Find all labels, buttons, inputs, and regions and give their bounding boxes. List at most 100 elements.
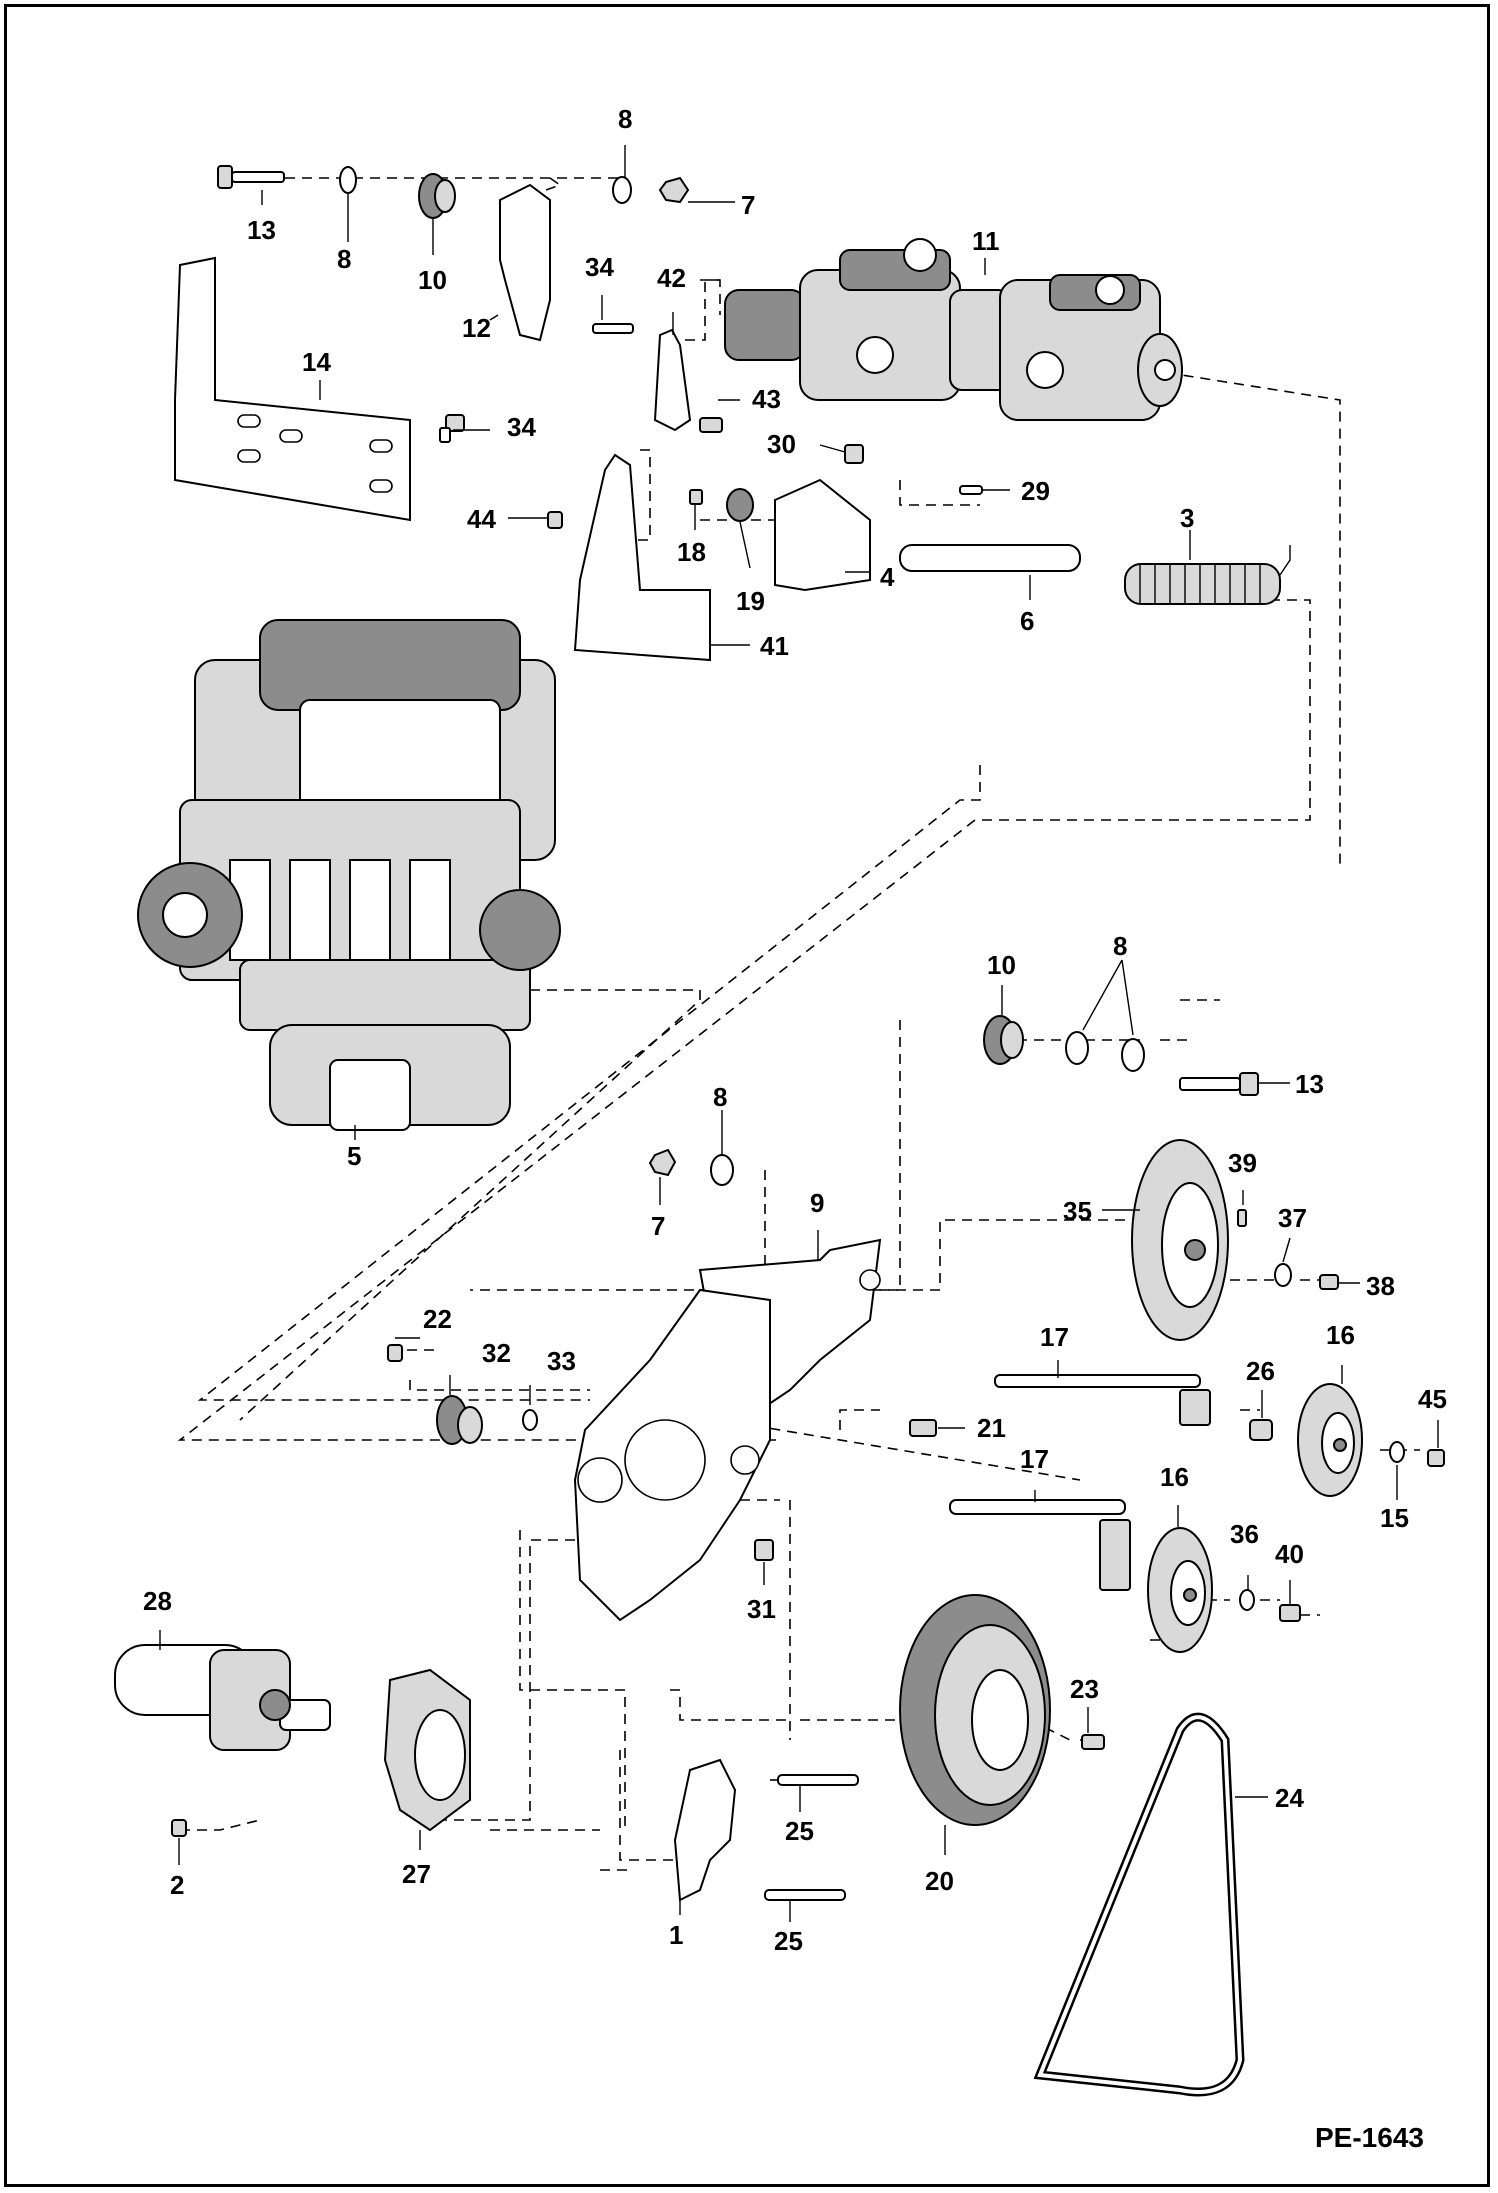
part-8-washer-e — [710, 1154, 734, 1186]
plate-14-slot-a — [237, 414, 261, 428]
callout-37: 37 — [1278, 1203, 1307, 1233]
callout-34: 34 — [507, 412, 536, 442]
plate-hole-a — [577, 1457, 623, 1503]
plate-14-slot-e — [369, 479, 393, 493]
callout-9: 9 — [810, 1188, 824, 1218]
part-10-grommet-mid — [983, 1015, 1024, 1065]
drawing-code: PE-1643 — [1315, 2122, 1424, 2153]
callout-12: 12 — [462, 313, 491, 343]
part-4-bracket — [774, 478, 871, 592]
callout-30: 30 — [767, 429, 796, 459]
part-29-bolt — [959, 485, 983, 495]
callout-38: 38 — [1366, 1271, 1395, 1301]
callout-34: 34 — [585, 252, 614, 282]
part-17-shaft-upper — [994, 1374, 1211, 1426]
part-37-washer — [1274, 1263, 1292, 1287]
part-7-nut-top — [658, 176, 690, 204]
part-41-bracket — [573, 453, 711, 662]
callout-16: 16 — [1160, 1462, 1189, 1492]
part-15-washer — [1389, 1441, 1405, 1463]
part-40-bolt — [1279, 1604, 1301, 1622]
part-24-belt-inner — [1037, 1715, 1243, 2094]
callout-31: 31 — [747, 1594, 776, 1624]
callout-41: 41 — [760, 631, 789, 661]
plate-14-slot-d — [369, 439, 393, 453]
callout-19: 19 — [736, 586, 765, 616]
callout-10: 10 — [418, 265, 447, 295]
part-16-pulley-lower — [1147, 1527, 1213, 1653]
callout-28: 28 — [143, 1586, 172, 1616]
plate-hole-b — [624, 1419, 706, 1501]
part-28-starter — [114, 1644, 331, 1751]
part-31-bolt — [754, 1539, 774, 1561]
callout-32: 32 — [482, 1338, 511, 1368]
part-42-bracket — [653, 328, 692, 432]
part-45-nut — [1427, 1449, 1445, 1467]
callout-8: 8 — [337, 244, 351, 274]
part-33-washer — [522, 1409, 538, 1431]
part-12-bracket — [499, 183, 551, 342]
part-27-adapter — [383, 1668, 471, 1832]
callout-20: 20 — [925, 1866, 954, 1896]
callout-17: 17 — [1020, 1444, 1049, 1474]
part-8-washer-c — [1065, 1031, 1089, 1065]
part-1-bracket — [673, 1758, 737, 1902]
callout-43: 43 — [752, 384, 781, 414]
part-34-bolt-b — [439, 414, 465, 443]
callout-24: 24 — [1275, 1783, 1304, 1813]
part-23-bolt — [1081, 1734, 1105, 1750]
callout-17: 17 — [1040, 1322, 1069, 1352]
callout-21: 21 — [977, 1413, 1006, 1443]
callout-13: 13 — [1295, 1069, 1324, 1099]
part-24-belt — [1033, 1712, 1245, 2097]
part-10-grommet-top — [418, 173, 456, 219]
leader-lines — [159, 145, 1439, 1922]
part-35-pulley — [1131, 1139, 1229, 1341]
part-7-nut-mid — [648, 1148, 677, 1177]
part-21-bolt — [909, 1419, 937, 1437]
part-11-hydraulic-pump — [724, 238, 1183, 421]
callout-6: 6 — [1020, 606, 1034, 636]
part-34-bolt-a — [592, 323, 634, 334]
part-13-bolt-top — [217, 165, 285, 189]
callout-27: 27 — [402, 1859, 431, 1889]
part-2-nut — [171, 1819, 187, 1837]
part-8-washer-b — [612, 176, 632, 204]
part-17-shaft-lower — [949, 1499, 1131, 1591]
plate-hole-c — [730, 1445, 760, 1475]
callout-11: 11 — [972, 226, 1000, 256]
part-26-bushing — [1249, 1419, 1273, 1441]
part-18-nut — [689, 489, 703, 505]
part-38-bolt — [1319, 1274, 1339, 1290]
part-32-isolator — [436, 1395, 483, 1445]
part-25-bolt-b — [764, 1889, 846, 1901]
part-5-engine — [137, 619, 561, 1131]
plate-9-hole — [859, 1269, 881, 1291]
callout-3: 3 — [1180, 503, 1194, 533]
callout-44: 44 — [467, 504, 496, 534]
part-3-spring — [1124, 545, 1291, 605]
part-8-washer-d — [1121, 1038, 1145, 1072]
callout-15: 15 — [1380, 1503, 1409, 1533]
callout-8: 8 — [713, 1082, 727, 1112]
callout-22: 22 — [423, 1304, 452, 1334]
callout-14: 14 — [302, 347, 331, 377]
part-13-bolt-mid — [1179, 1072, 1259, 1096]
callout-25: 25 — [774, 1926, 803, 1956]
callout-26: 26 — [1246, 1356, 1275, 1386]
plate-14-slot-c — [279, 429, 303, 443]
part-20-flywheel — [899, 1594, 1051, 1826]
callout-5: 5 — [347, 1141, 361, 1171]
callout-10: 10 — [987, 950, 1016, 980]
callout-29: 29 — [1021, 476, 1050, 506]
callout-45: 45 — [1418, 1384, 1447, 1414]
callout-36: 36 — [1230, 1519, 1259, 1549]
part-30-bolt — [844, 444, 864, 464]
part-36-washer — [1239, 1589, 1255, 1611]
part-19-spacer — [726, 488, 754, 522]
callout-8: 8 — [618, 104, 632, 134]
part-44-nut — [547, 511, 563, 529]
part-39-key — [1237, 1209, 1247, 1227]
callout-7: 7 — [651, 1211, 665, 1241]
part-22-nut — [387, 1344, 403, 1362]
